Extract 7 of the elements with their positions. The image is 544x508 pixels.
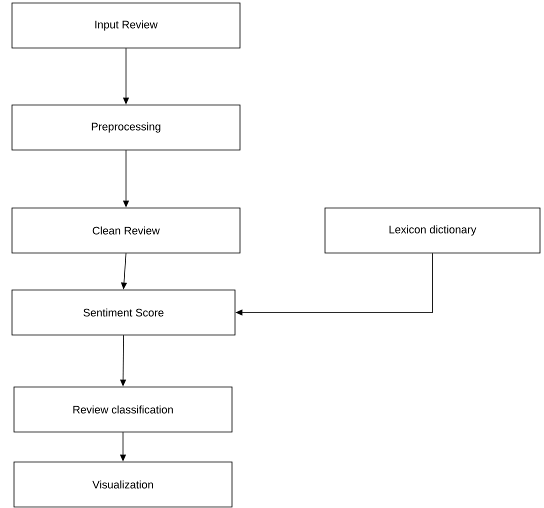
process-box: Input Review xyxy=(12,2,240,48)
process-box: Sentiment Score xyxy=(12,290,236,336)
process-box: Preprocessing xyxy=(12,104,240,150)
process-box: Clean Review xyxy=(12,208,240,254)
process-box: Review classification xyxy=(14,386,232,432)
process-box: Visualization xyxy=(14,462,232,508)
process-box: Lexicon dictionary xyxy=(324,208,540,254)
